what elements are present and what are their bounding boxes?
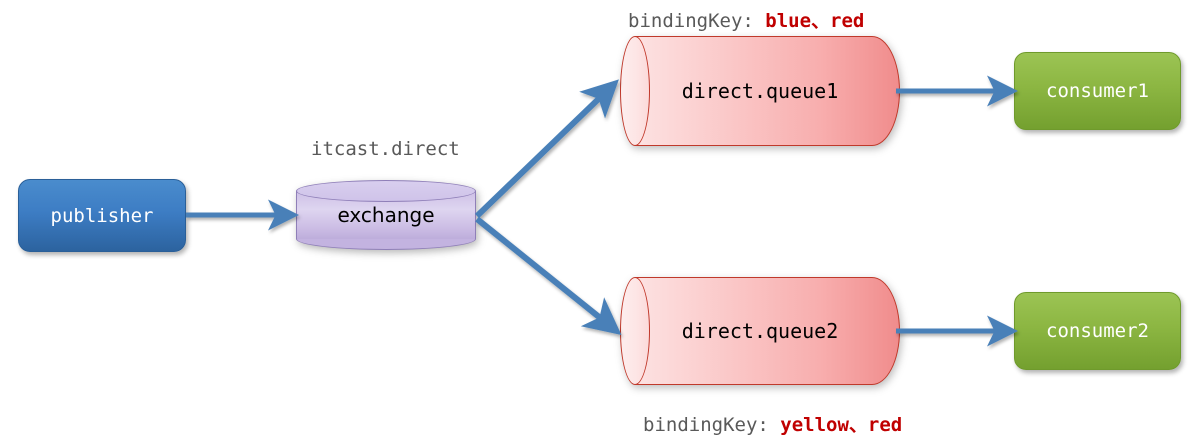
- binding-key-label-queue1: bindingKey: blue、red: [628, 6, 864, 33]
- consumer-1-label: consumer1: [1046, 80, 1149, 102]
- arrow-exchange-to-queue2: [475, 216, 622, 336]
- consumer-node-1[interactable]: consumer1: [1014, 52, 1181, 130]
- binding-key-values-queue1: blue、red: [765, 10, 865, 32]
- consumer-2-label: consumer2: [1046, 320, 1149, 342]
- publisher-node[interactable]: publisher: [18, 179, 186, 252]
- queue-1-body: [635, 36, 900, 146]
- binding-key-prefix-queue1: bindingKey:: [628, 10, 766, 32]
- exchange-name-label: itcast.direct: [311, 138, 460, 160]
- queue-2-cap: [620, 277, 650, 385]
- binding-key-label-queue2: bindingKey: yellow、red: [643, 410, 902, 437]
- binding-key-values-queue2: yellow、red: [780, 414, 903, 436]
- consumer-node-2[interactable]: consumer2: [1014, 292, 1181, 370]
- queue-node-2[interactable]: direct.queue2: [620, 277, 900, 385]
- exchange-label: exchange: [337, 203, 435, 227]
- queue-2-body: [635, 277, 900, 385]
- queue-1-cap: [620, 36, 650, 146]
- queue-node-1[interactable]: direct.queue1: [620, 36, 900, 146]
- queue-1-label: direct.queue1: [681, 79, 839, 103]
- exchange-node[interactable]: exchange: [296, 180, 476, 250]
- queue-2-label: direct.queue2: [681, 319, 839, 343]
- binding-key-prefix-queue2: bindingKey:: [643, 414, 781, 436]
- arrow-exchange-to-queue1: [474, 79, 619, 219]
- publisher-label: publisher: [50, 204, 154, 227]
